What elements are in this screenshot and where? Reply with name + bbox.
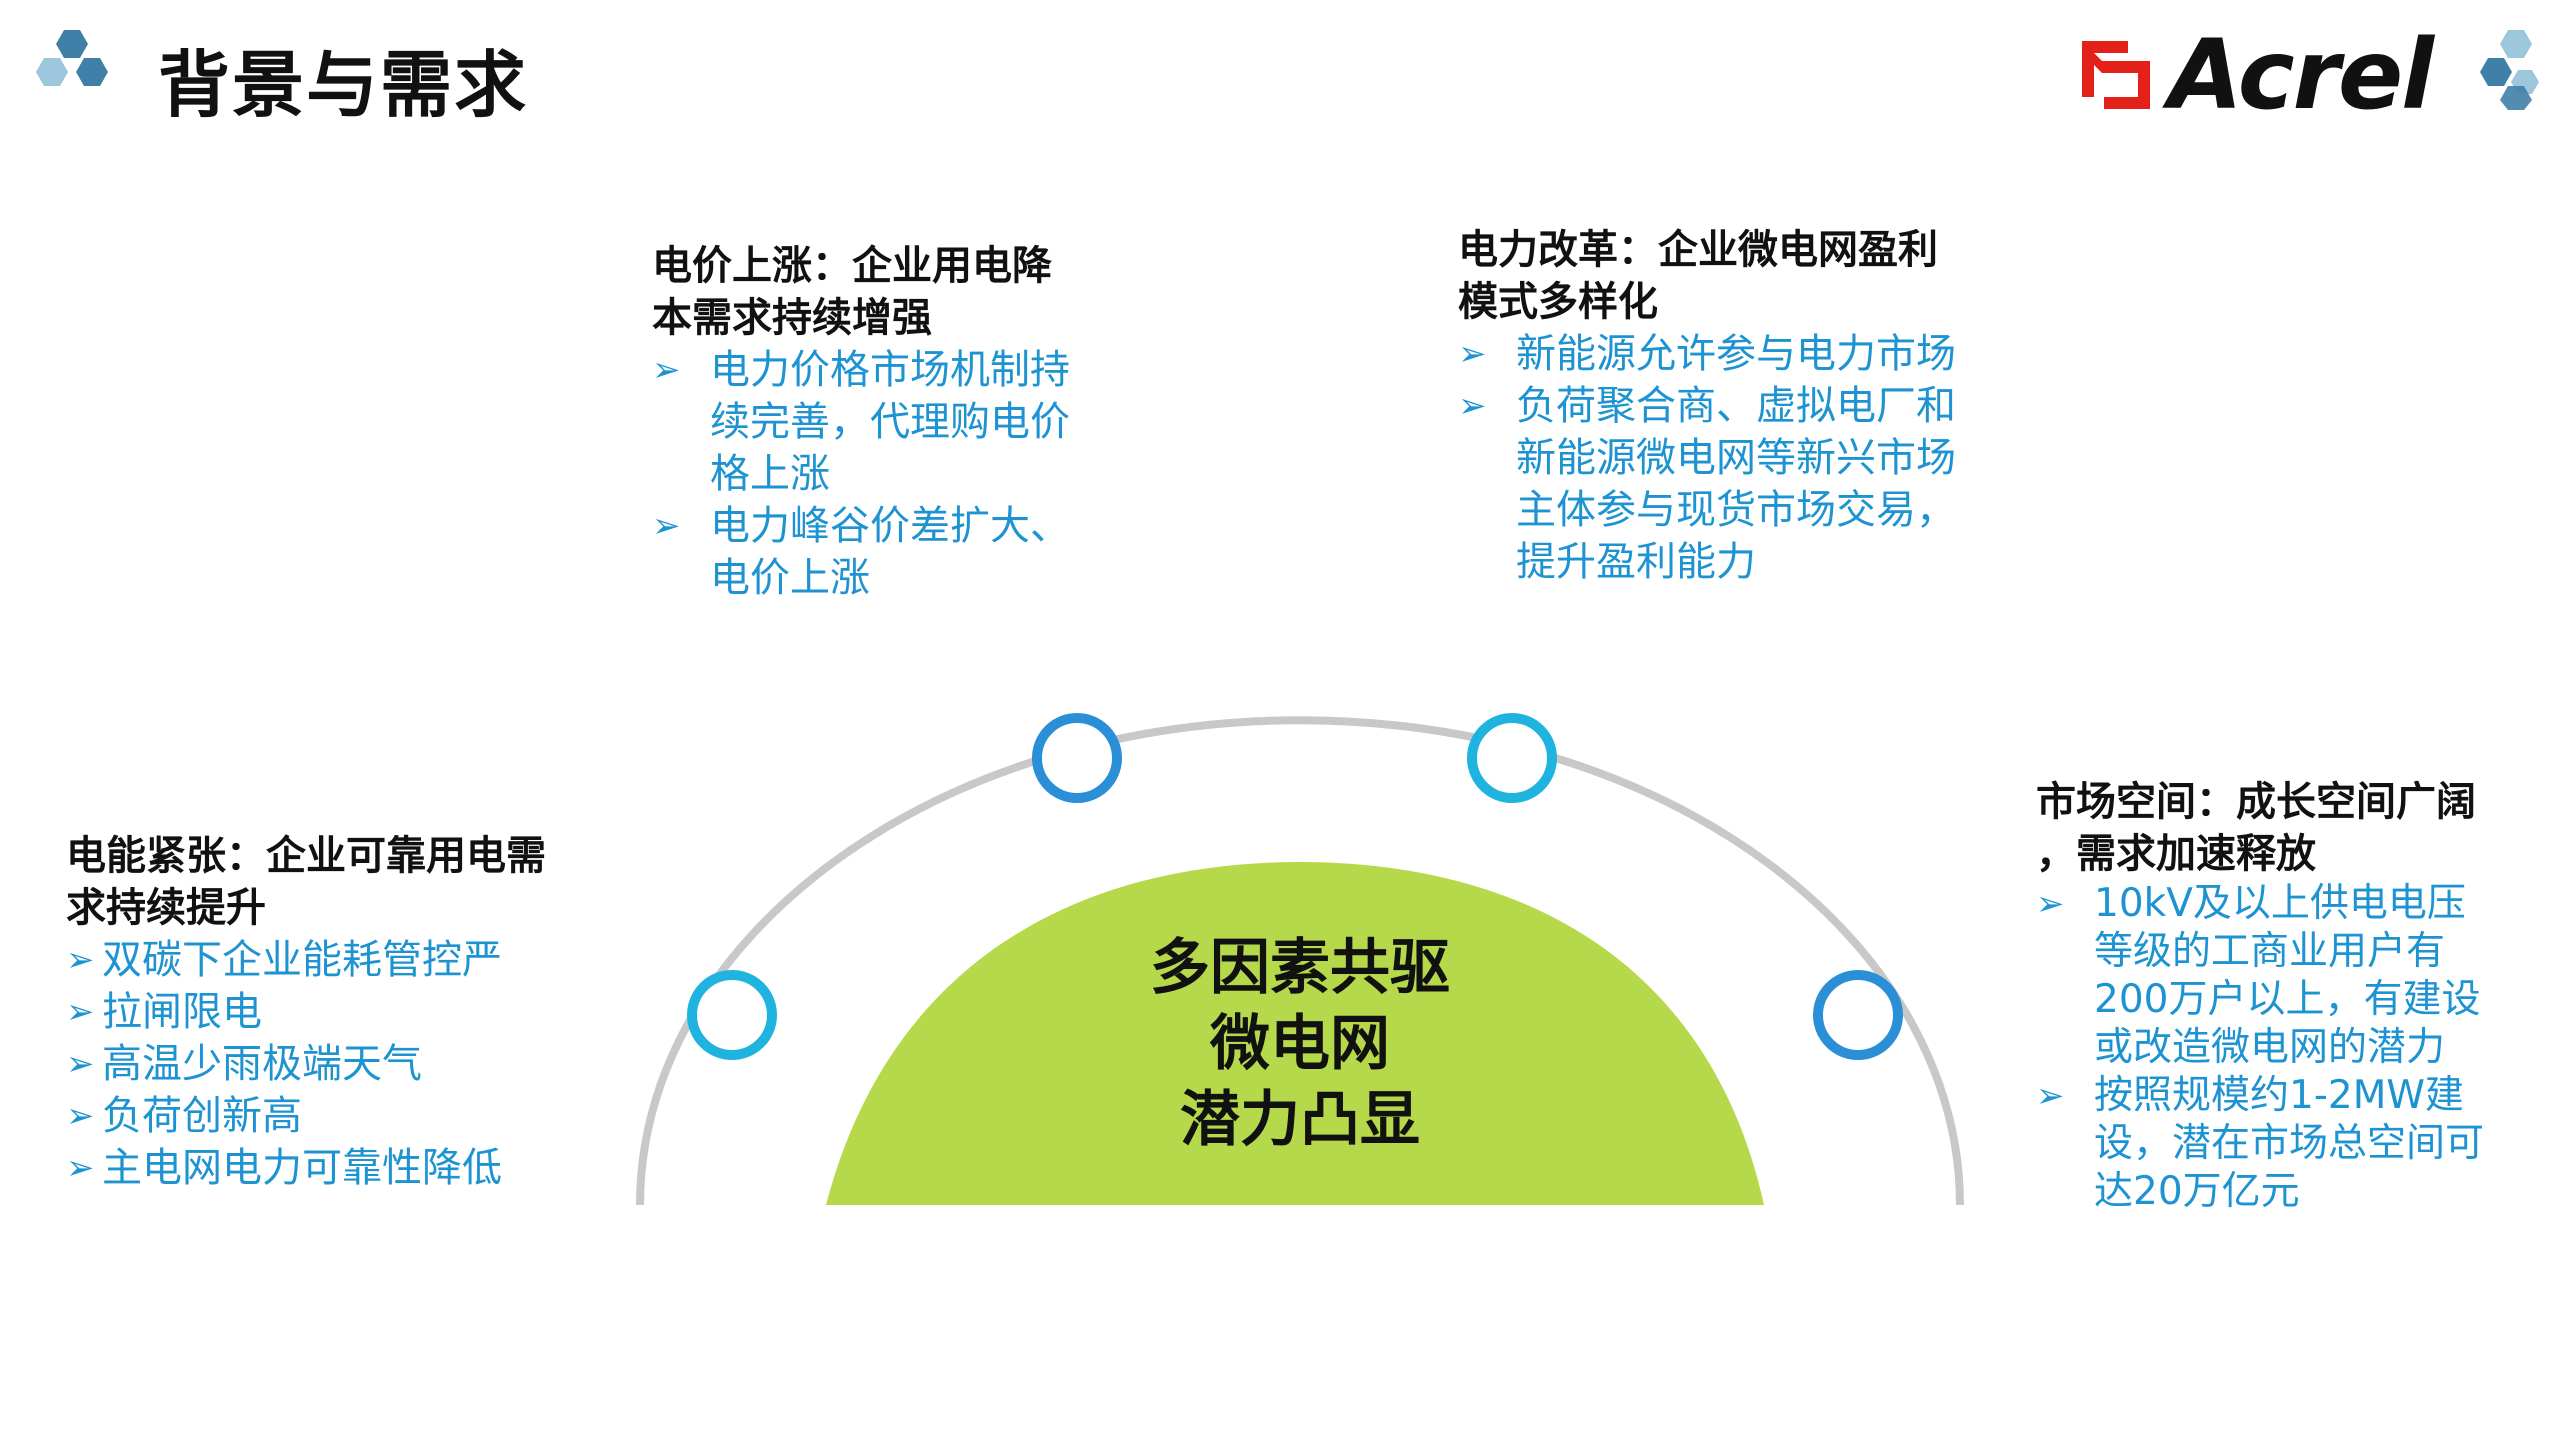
factor-price-rise: 电价上涨：企业用电降 本需求持续增强 ➢ 电力价格市场机制持 续完善，代理购电价… bbox=[652, 240, 1172, 604]
bullet-item: ➢ 主电网电力可靠性降低 bbox=[66, 1142, 626, 1194]
acrel-mark-icon bbox=[2082, 41, 2151, 109]
core-statement: 多因素共驱 微电网 潜力凸显 bbox=[1100, 930, 1500, 1158]
arrow-bullet-icon: ➢ bbox=[1458, 334, 1487, 374]
arrow-bullet-icon: ➢ bbox=[2036, 1076, 2065, 1116]
factor-heading: 电能紧张：企业可靠用电需 求持续提升 bbox=[66, 833, 546, 931]
core-line: 潜力凸显 bbox=[1180, 1085, 1420, 1155]
brand-name: Acrel bbox=[2168, 19, 2434, 131]
bullet-item: ➢ 新能源允许参与电力市场 bbox=[1458, 328, 2018, 380]
core-line: 微电网 bbox=[1210, 1009, 1390, 1079]
node-circle-right bbox=[1813, 970, 1903, 1060]
arrow-bullet-icon: ➢ bbox=[2036, 884, 2065, 924]
arrow-bullet-icon: ➢ bbox=[1458, 386, 1487, 426]
core-line: 多因素共驱 bbox=[1150, 933, 1450, 1003]
factor-heading: 电价上涨：企业用电降 本需求持续增强 bbox=[652, 243, 1052, 341]
bullet-item: ➢ 电力价格市场机制持 续完善，代理购电价 格上涨 bbox=[652, 344, 1172, 500]
arrow-bullet-icon: ➢ bbox=[652, 506, 681, 546]
page-title: 背景与需求 bbox=[158, 43, 529, 127]
arrow-bullet-icon: ➢ bbox=[652, 350, 681, 390]
factor-heading: 市场空间：成长空间广阔 ，需求加速释放 bbox=[2036, 779, 2476, 877]
bullet-item: ➢ 电力峰谷价差扩大、 电价上涨 bbox=[652, 500, 1172, 604]
bullet-item: ➢ 拉闸限电 bbox=[66, 986, 626, 1038]
factor-heading: 电力改革：企业微电网盈利 模式多样化 bbox=[1458, 227, 1938, 325]
node-circle-top-left bbox=[1032, 713, 1122, 803]
factor-market-space: 市场空间：成长空间广阔 ，需求加速释放 ➢ 10kV及以上供电电压 等级的工商业… bbox=[2036, 776, 2556, 1216]
brand-logo: Acrel bbox=[2078, 19, 2434, 131]
hexagon-logo-left-icon bbox=[36, 30, 108, 86]
factor-power-shortage: 电能紧张：企业可靠用电需 求持续提升 ➢ 双碳下企业能耗管控严 ➢ 拉闸限电 ➢… bbox=[66, 830, 626, 1194]
bullet-item: ➢ 10kV及以上供电电压 等级的工商业用户有 200万户以上，有建设 或改造微… bbox=[2036, 881, 2481, 1070]
arrow-bullet-icon: ➢ bbox=[66, 1096, 95, 1136]
arrow-bullet-icon: ➢ bbox=[66, 1148, 95, 1188]
factor-power-reform: 电力改革：企业微电网盈利 模式多样化 ➢ 新能源允许参与电力市场 ➢ 负荷聚合商… bbox=[1458, 224, 2018, 588]
arrow-bullet-icon: ➢ bbox=[66, 1044, 95, 1084]
bullet-item: ➢ 按照规模约1-2MW建 设，潜在市场总空间可 达20万亿元 bbox=[2036, 1073, 2485, 1214]
hexagon-logo-right-icon bbox=[2480, 30, 2539, 110]
node-circle-left bbox=[687, 970, 777, 1060]
bullet-item: ➢ 负荷创新高 bbox=[66, 1090, 626, 1142]
bullet-item: ➢ 双碳下企业能耗管控严 bbox=[66, 934, 626, 986]
core-semicircle bbox=[826, 862, 1764, 1205]
node-circle-top-right bbox=[1467, 713, 1557, 803]
arrow-bullet-icon: ➢ bbox=[66, 940, 95, 980]
arrow-bullet-icon: ➢ bbox=[66, 992, 95, 1032]
bullet-item: ➢ 负荷聚合商、虚拟电厂和 新能源微电网等新兴市场 主体参与现货市场交易， 提升… bbox=[1458, 380, 2018, 588]
bullet-item: ➢ 高温少雨极端天气 bbox=[66, 1038, 626, 1090]
